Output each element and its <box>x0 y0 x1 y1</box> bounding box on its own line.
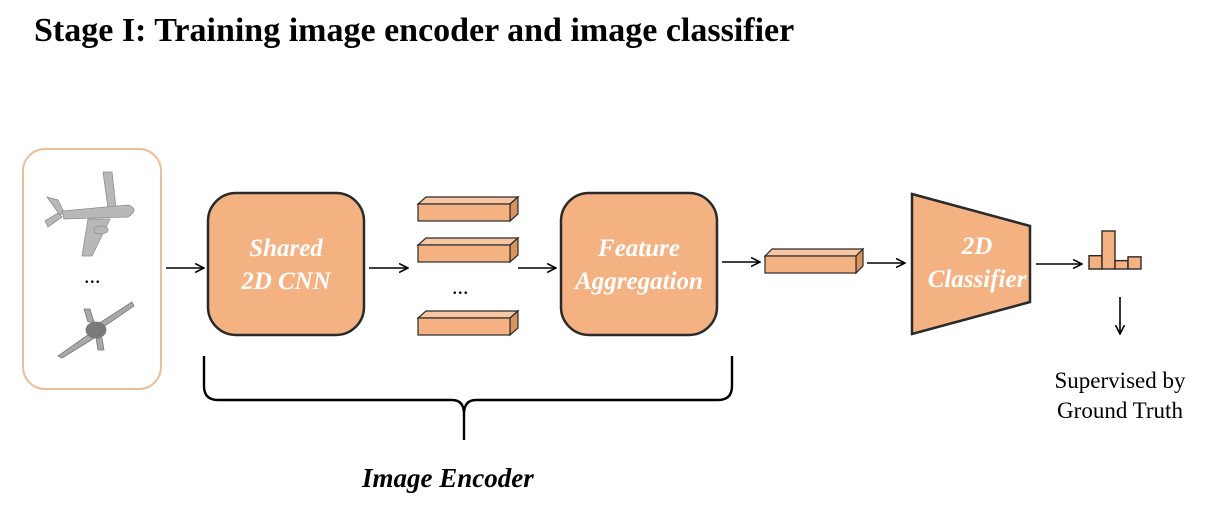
histogram-bar-4 <box>1127 256 1142 270</box>
feature-map-2 <box>416 236 520 264</box>
feature-map-n <box>416 309 520 337</box>
histogram-bar-3 <box>1114 259 1129 270</box>
supervision-label-line2: Ground Truth <box>1057 398 1183 423</box>
page-title: Stage I: Training image encoder and imag… <box>34 12 795 49</box>
classifier-label: 2D Classifier <box>912 230 1042 296</box>
histogram-bar-2 <box>1101 230 1116 270</box>
supervision-label: Supervised by Ground Truth <box>1030 366 1210 426</box>
image-encoder-label: Image Encoder <box>362 463 534 493</box>
feature-aggregation-label: Feature Aggregation <box>556 232 722 298</box>
shared-cnn-label-line1: Shared <box>249 235 323 262</box>
global-feature-vector <box>763 247 865 275</box>
feature-map-1 <box>416 195 520 223</box>
classifier-trapezoid <box>910 192 1032 336</box>
classifier-label-line1: 2D <box>961 233 993 260</box>
output-probability-histogram <box>1088 230 1142 270</box>
histogram-bar-1 <box>1088 254 1103 270</box>
input-ellipsis: ... <box>84 263 101 288</box>
classifier-label-line2: Classifier <box>927 266 1027 293</box>
feature-aggregation-label-line2: Aggregation <box>575 268 703 295</box>
feature-aggregation-label-line1: Feature <box>598 235 680 262</box>
image-encoder-brace <box>202 356 734 440</box>
shared-cnn-label: Shared 2D CNN <box>208 232 364 298</box>
airplane-top-view-image <box>57 301 135 359</box>
feature-maps-ellipsis: ... <box>452 274 469 299</box>
shared-2d-cnn-box <box>206 191 366 337</box>
airplane-side-view-image <box>44 171 135 257</box>
shared-cnn-label-line2: 2D CNN <box>241 268 331 295</box>
supervision-label-line1: Supervised by <box>1054 368 1186 393</box>
feature-aggregation-box <box>559 191 719 337</box>
